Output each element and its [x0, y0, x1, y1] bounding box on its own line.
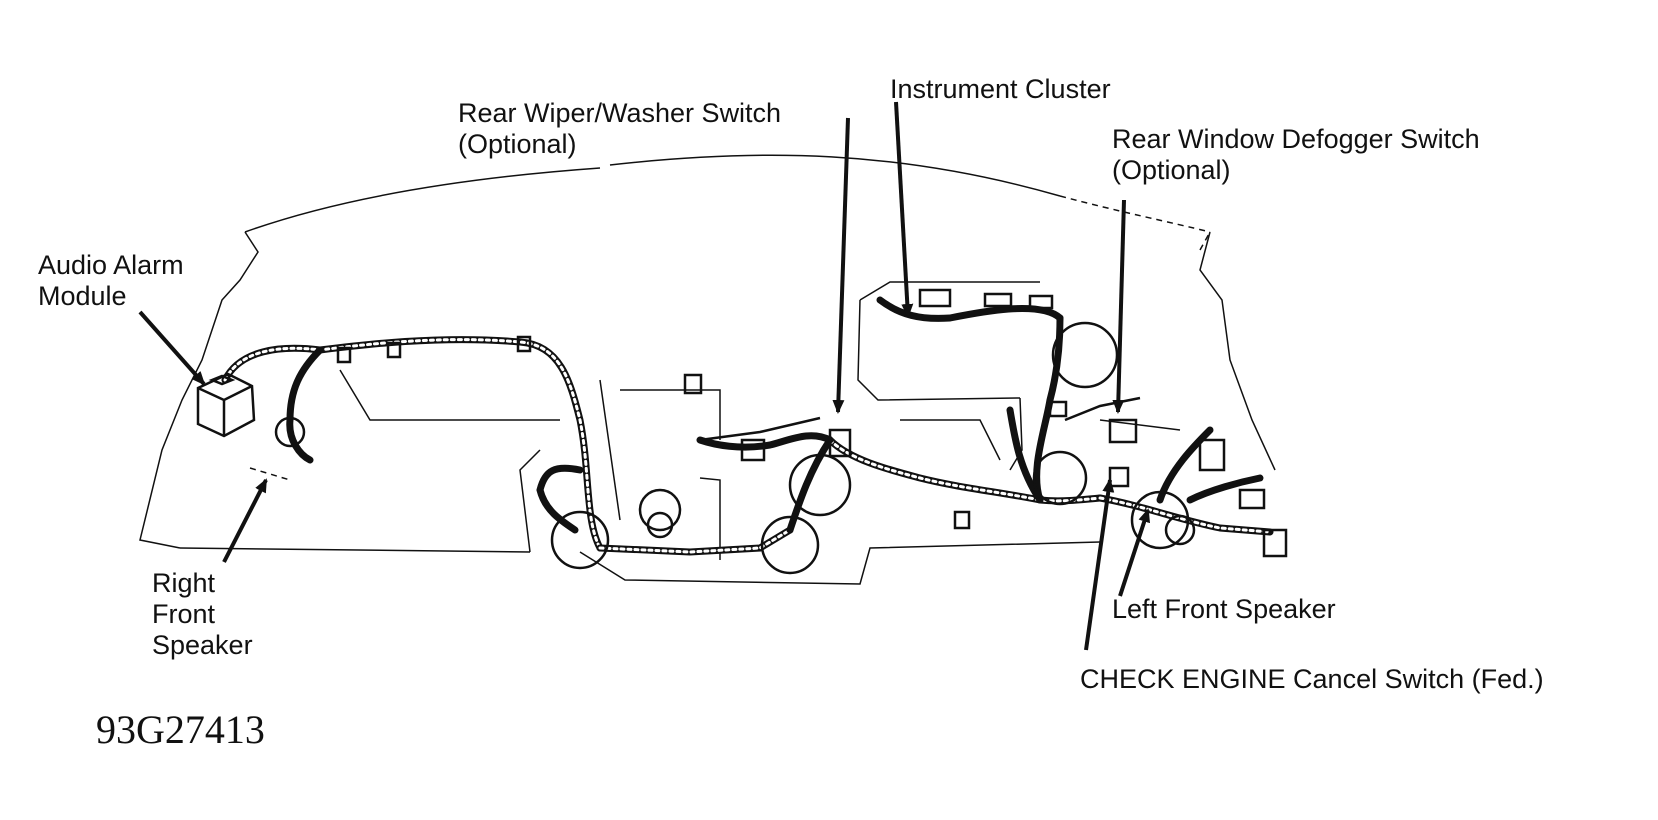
connector-parts [274, 288, 1288, 558]
label-left-front-speaker: Left Front Speaker [1112, 594, 1336, 625]
label-line: Audio Alarm [38, 250, 184, 280]
label-rear-window-defogger-switch: Rear Window Defogger Switch (Optional) [1112, 124, 1480, 186]
audio-alarm-module-part [196, 372, 256, 438]
label-line: Instrument Cluster [890, 74, 1111, 104]
label-line: Module [38, 281, 127, 311]
label-check-engine-cancel-switch: CHECK ENGINE Cancel Switch (Fed.) [1080, 664, 1544, 695]
label-audio-alarm-module: Audio Alarm Module [38, 250, 184, 312]
label-line: Left Front Speaker [1112, 594, 1336, 624]
leader-lines [138, 101, 1150, 651]
label-line: Speaker [152, 630, 253, 660]
label-line: (Optional) [458, 129, 577, 159]
label-line: CHECK ENGINE Cancel Switch (Fed.) [1080, 664, 1544, 694]
label-line: (Optional) [1112, 155, 1231, 185]
connector-callout-circles [550, 321, 1190, 575]
instrument-panel-outline [139, 154, 1276, 585]
label-rear-wiper-washer-switch: Rear Wiper/Washer Switch (Optional) [458, 98, 781, 160]
label-line: Rear Window Defogger Switch [1112, 124, 1480, 154]
label-line: Front [152, 599, 216, 629]
label-instrument-cluster: Instrument Cluster [890, 74, 1111, 105]
figure-code: 93G27413 [96, 707, 265, 752]
label-right-front-speaker: Right Front Speaker [152, 568, 253, 661]
label-line: Right [152, 568, 216, 598]
label-line: Rear Wiper/Washer Switch [458, 98, 782, 128]
